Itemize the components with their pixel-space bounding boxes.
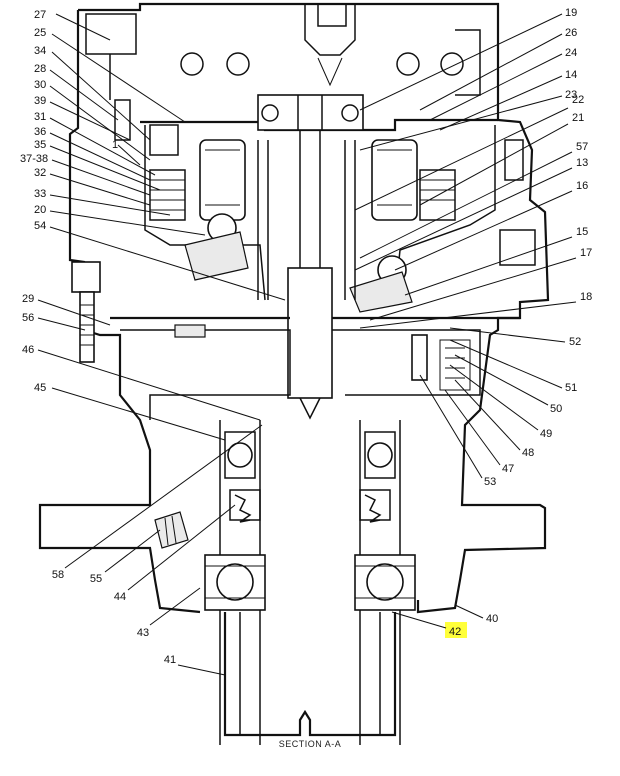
part-label-41: 41 [164, 654, 176, 666]
part-label-25: 25 [34, 27, 46, 39]
part-label-24: 24 [565, 47, 577, 59]
part-label-54: 54 [34, 220, 46, 232]
leader-line-54 [49, 226, 286, 301]
leader-line-41 [177, 664, 226, 676]
part-label-58: 58 [52, 569, 64, 581]
pump-cross-section-drawing [38, 2, 550, 745]
leader-line-31 [49, 117, 156, 176]
leader-line-23 [359, 95, 563, 151]
leader-line-44 [127, 504, 236, 591]
leader-line-45 [51, 387, 226, 441]
leader-line-58 [64, 424, 263, 569]
leader-line-26 [419, 33, 563, 111]
part-label-19: 19 [565, 7, 577, 19]
leader-line-20 [49, 210, 206, 236]
part-label-15: 15 [576, 226, 588, 238]
part-label-39: 39 [34, 95, 46, 107]
leader-line-32 [49, 173, 151, 206]
leader-line-52 [449, 327, 566, 343]
part-label-21: 21 [572, 112, 584, 124]
part-label-36: 36 [34, 126, 46, 138]
leader-line-19 [359, 13, 563, 111]
part-label-22: 22 [572, 94, 584, 106]
part-label-53: 53 [484, 476, 496, 488]
leader-line-21 [419, 123, 569, 206]
leader-line-22 [354, 107, 569, 211]
part-label-32: 32 [34, 167, 46, 179]
leader-line-30 [49, 85, 151, 161]
part-label-52: 52 [569, 336, 581, 348]
leader-line-18 [359, 301, 577, 329]
part-label-29: 29 [22, 293, 34, 305]
part-label-47: 47 [502, 463, 514, 475]
part-label-20: 20 [34, 204, 46, 216]
part-label-46: 46 [22, 344, 34, 356]
leader-line-36 [49, 132, 151, 181]
part-label-31: 31 [34, 111, 46, 123]
leader-line-47 [444, 389, 501, 466]
leader-line-56 [37, 317, 86, 331]
part-label-17: 17 [580, 247, 592, 259]
leader-line-53 [419, 374, 483, 479]
leader-line-27 [55, 13, 111, 41]
part-label-40: 40 [486, 613, 498, 625]
part-label-33: 33 [34, 188, 46, 200]
part-label-45: 45 [34, 382, 46, 394]
part-label-57: 57 [576, 141, 588, 153]
leader-line-24 [429, 53, 563, 121]
part-label-16: 16 [576, 180, 588, 192]
leader-line-40 [454, 604, 484, 619]
leader-line-39 [49, 101, 131, 141]
part-label-55: 55 [90, 573, 102, 585]
leader-line-33 [49, 194, 171, 216]
leader-line-17 [369, 257, 577, 321]
leader-line-57 [359, 151, 573, 259]
part-label-1: 1 [112, 139, 118, 151]
part-label-23: 23 [565, 89, 577, 101]
part-label-13: 13 [576, 157, 588, 169]
leader-line-37-38 [51, 159, 151, 196]
leader-line-34 [51, 51, 151, 141]
leader-line-46 [37, 349, 261, 421]
leader-line-49 [449, 364, 539, 431]
part-label-44: 44 [114, 591, 126, 603]
leader-line-25 [51, 33, 186, 123]
leader-line-55 [104, 529, 161, 573]
section-caption: SECTION A-A [279, 739, 342, 749]
part-label-26: 26 [565, 27, 577, 39]
leader-line-42 [391, 611, 447, 629]
part-label-50: 50 [550, 403, 562, 415]
highlight-label-42 [445, 622, 467, 638]
part-label-56: 56 [22, 312, 34, 324]
part-label-49: 49 [540, 428, 552, 440]
leader-line-16 [394, 190, 573, 271]
leader-line-50 [454, 354, 549, 406]
leader-line-51 [449, 339, 563, 389]
leader-line-48 [454, 379, 521, 451]
part-label-28: 28 [34, 63, 46, 75]
part-label-42: 42 [449, 626, 461, 638]
part-label-34: 34 [34, 45, 46, 57]
part-label-51: 51 [565, 382, 577, 394]
leader-line-35 [49, 145, 161, 191]
leader-line-14 [439, 75, 563, 131]
leader-line-1 [117, 144, 141, 166]
leader-line-15 [404, 236, 573, 296]
part-label-48: 48 [522, 447, 534, 459]
part-label-18: 18 [580, 291, 592, 303]
part-label-30: 30 [34, 79, 46, 91]
part-label-27: 27 [34, 9, 46, 21]
part-label-37-38: 37-38 [20, 153, 48, 165]
part-label-14: 14 [565, 69, 577, 81]
part-label-35: 35 [34, 139, 46, 151]
leader-line-28 [49, 69, 119, 121]
leader-lines [37, 13, 577, 676]
part-label-43: 43 [137, 627, 149, 639]
part-labels: 27 25 34 28 30 39 31 36 1 35 37-38 32 33 20 54 29 56 46 45… [20, 7, 592, 666]
leader-line-43 [149, 587, 201, 626]
leader-line-13 [354, 167, 573, 271]
leader-line-29 [37, 299, 111, 326]
